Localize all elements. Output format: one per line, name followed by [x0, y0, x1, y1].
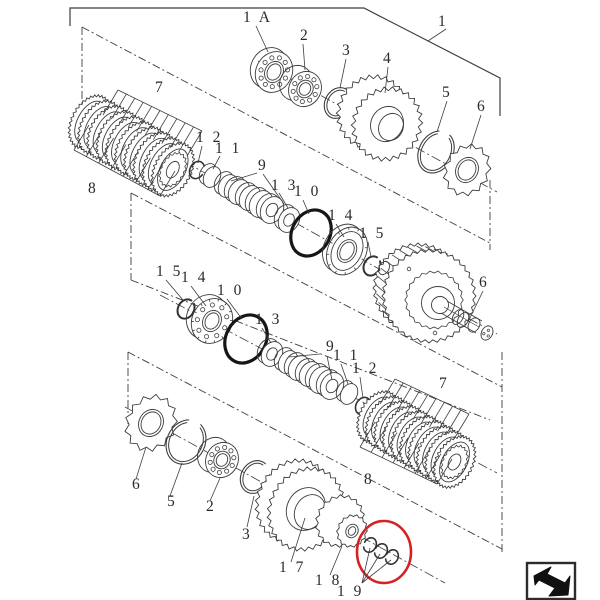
back-arrow-icon — [533, 566, 571, 597]
assembly-frame — [69, 7, 501, 116]
callout-9-axis1[interactable]: 9 — [258, 157, 268, 174]
ring-9-5-axis2 — [315, 369, 345, 400]
clutch-drum-shaft — [372, 242, 494, 344]
callout-5-top[interactable]: 5 — [442, 84, 452, 101]
callout-6-shaft[interactable]: 6 — [479, 274, 489, 291]
snap-ring-12-axis1 — [188, 160, 206, 180]
callout-2-axis3[interactable]: 2 — [206, 498, 216, 515]
pack-hatch-rails — [73, 89, 470, 485]
bearing-14-axis1 — [322, 223, 368, 276]
toothed-washer-6-top — [442, 143, 492, 197]
leader-lines — [135, 25, 484, 584]
bearing-2-axis3 — [197, 436, 239, 479]
gear-4 — [335, 74, 424, 162]
callout-9-axis2[interactable]: 9 — [326, 338, 336, 355]
nav-logo-button[interactable] — [525, 561, 577, 600]
callout-13-axis1[interactable]: 1 3 — [271, 177, 298, 194]
callout-10-axis2[interactable]: 1 0 — [217, 282, 244, 299]
o-ring-10-axis1 — [289, 208, 333, 258]
callout-12-axis2[interactable]: 1 2 — [352, 360, 379, 377]
callout-12-axis1[interactable]: 1 2 — [196, 129, 223, 146]
callout-6-top[interactable]: 6 — [477, 98, 487, 115]
boundary-lines — [81, 26, 503, 553]
ring-15-axis2 — [176, 298, 196, 320]
ring-19-3 — [384, 548, 400, 566]
callout-7-axis1[interactable]: 7 — [155, 79, 165, 96]
callout-8-axis2[interactable]: 8 — [364, 471, 374, 488]
callout-3-top[interactable]: 3 — [342, 42, 352, 59]
callout-4-top[interactable]: 4 — [383, 50, 393, 67]
callout-7-axis2[interactable]: 7 — [439, 375, 449, 392]
highlight-circle — [355, 519, 413, 585]
ring-19-2 — [373, 542, 389, 560]
callout-14-axis1[interactable]: 1 4 — [328, 207, 355, 224]
clutch-pack-axis2 — [355, 389, 477, 490]
toothed-washer-6-axis3 — [124, 393, 178, 452]
callout-10-axis1[interactable]: 1 0 — [294, 183, 321, 200]
callout-19[interactable]: 1 9 — [337, 583, 364, 600]
callout-8-axis1[interactable]: 8 — [88, 180, 98, 197]
bearing-14-axis2 — [185, 294, 234, 344]
snap-ring-5-top — [417, 130, 455, 174]
callout-5-axis3[interactable]: 5 — [167, 493, 177, 510]
ring-11-axis2 — [335, 380, 359, 405]
callout-13-axis2[interactable]: 1 3 — [255, 311, 282, 328]
callout-11-axis1[interactable]: 1 1 — [215, 140, 242, 157]
ring-19-1 — [362, 536, 378, 554]
callout-15-axis2[interactable]: 1 5 — [156, 263, 183, 280]
callout-1[interactable]: 1 — [438, 13, 448, 30]
bearing-1A — [249, 47, 294, 93]
ring-13-axis2 — [256, 338, 284, 367]
ring-11-axis1 — [198, 163, 222, 188]
callout-3-axis3[interactable]: 3 — [242, 526, 252, 543]
callout-11-axis2[interactable]: 1 1 — [333, 347, 360, 364]
callout-17[interactable]: 1 7 — [279, 559, 306, 576]
callout-1A[interactable]: 1 A — [243, 9, 272, 26]
callout-15-axis1[interactable]: 1 5 — [359, 225, 386, 242]
callout-14-axis2[interactable]: 1 4 — [181, 269, 208, 286]
callout-6-axis3[interactable]: 6 — [132, 476, 142, 493]
callout-18[interactable]: 1 8 — [315, 572, 342, 589]
callout-2-top[interactable]: 2 — [300, 27, 310, 44]
bearing-2-top — [279, 64, 322, 108]
